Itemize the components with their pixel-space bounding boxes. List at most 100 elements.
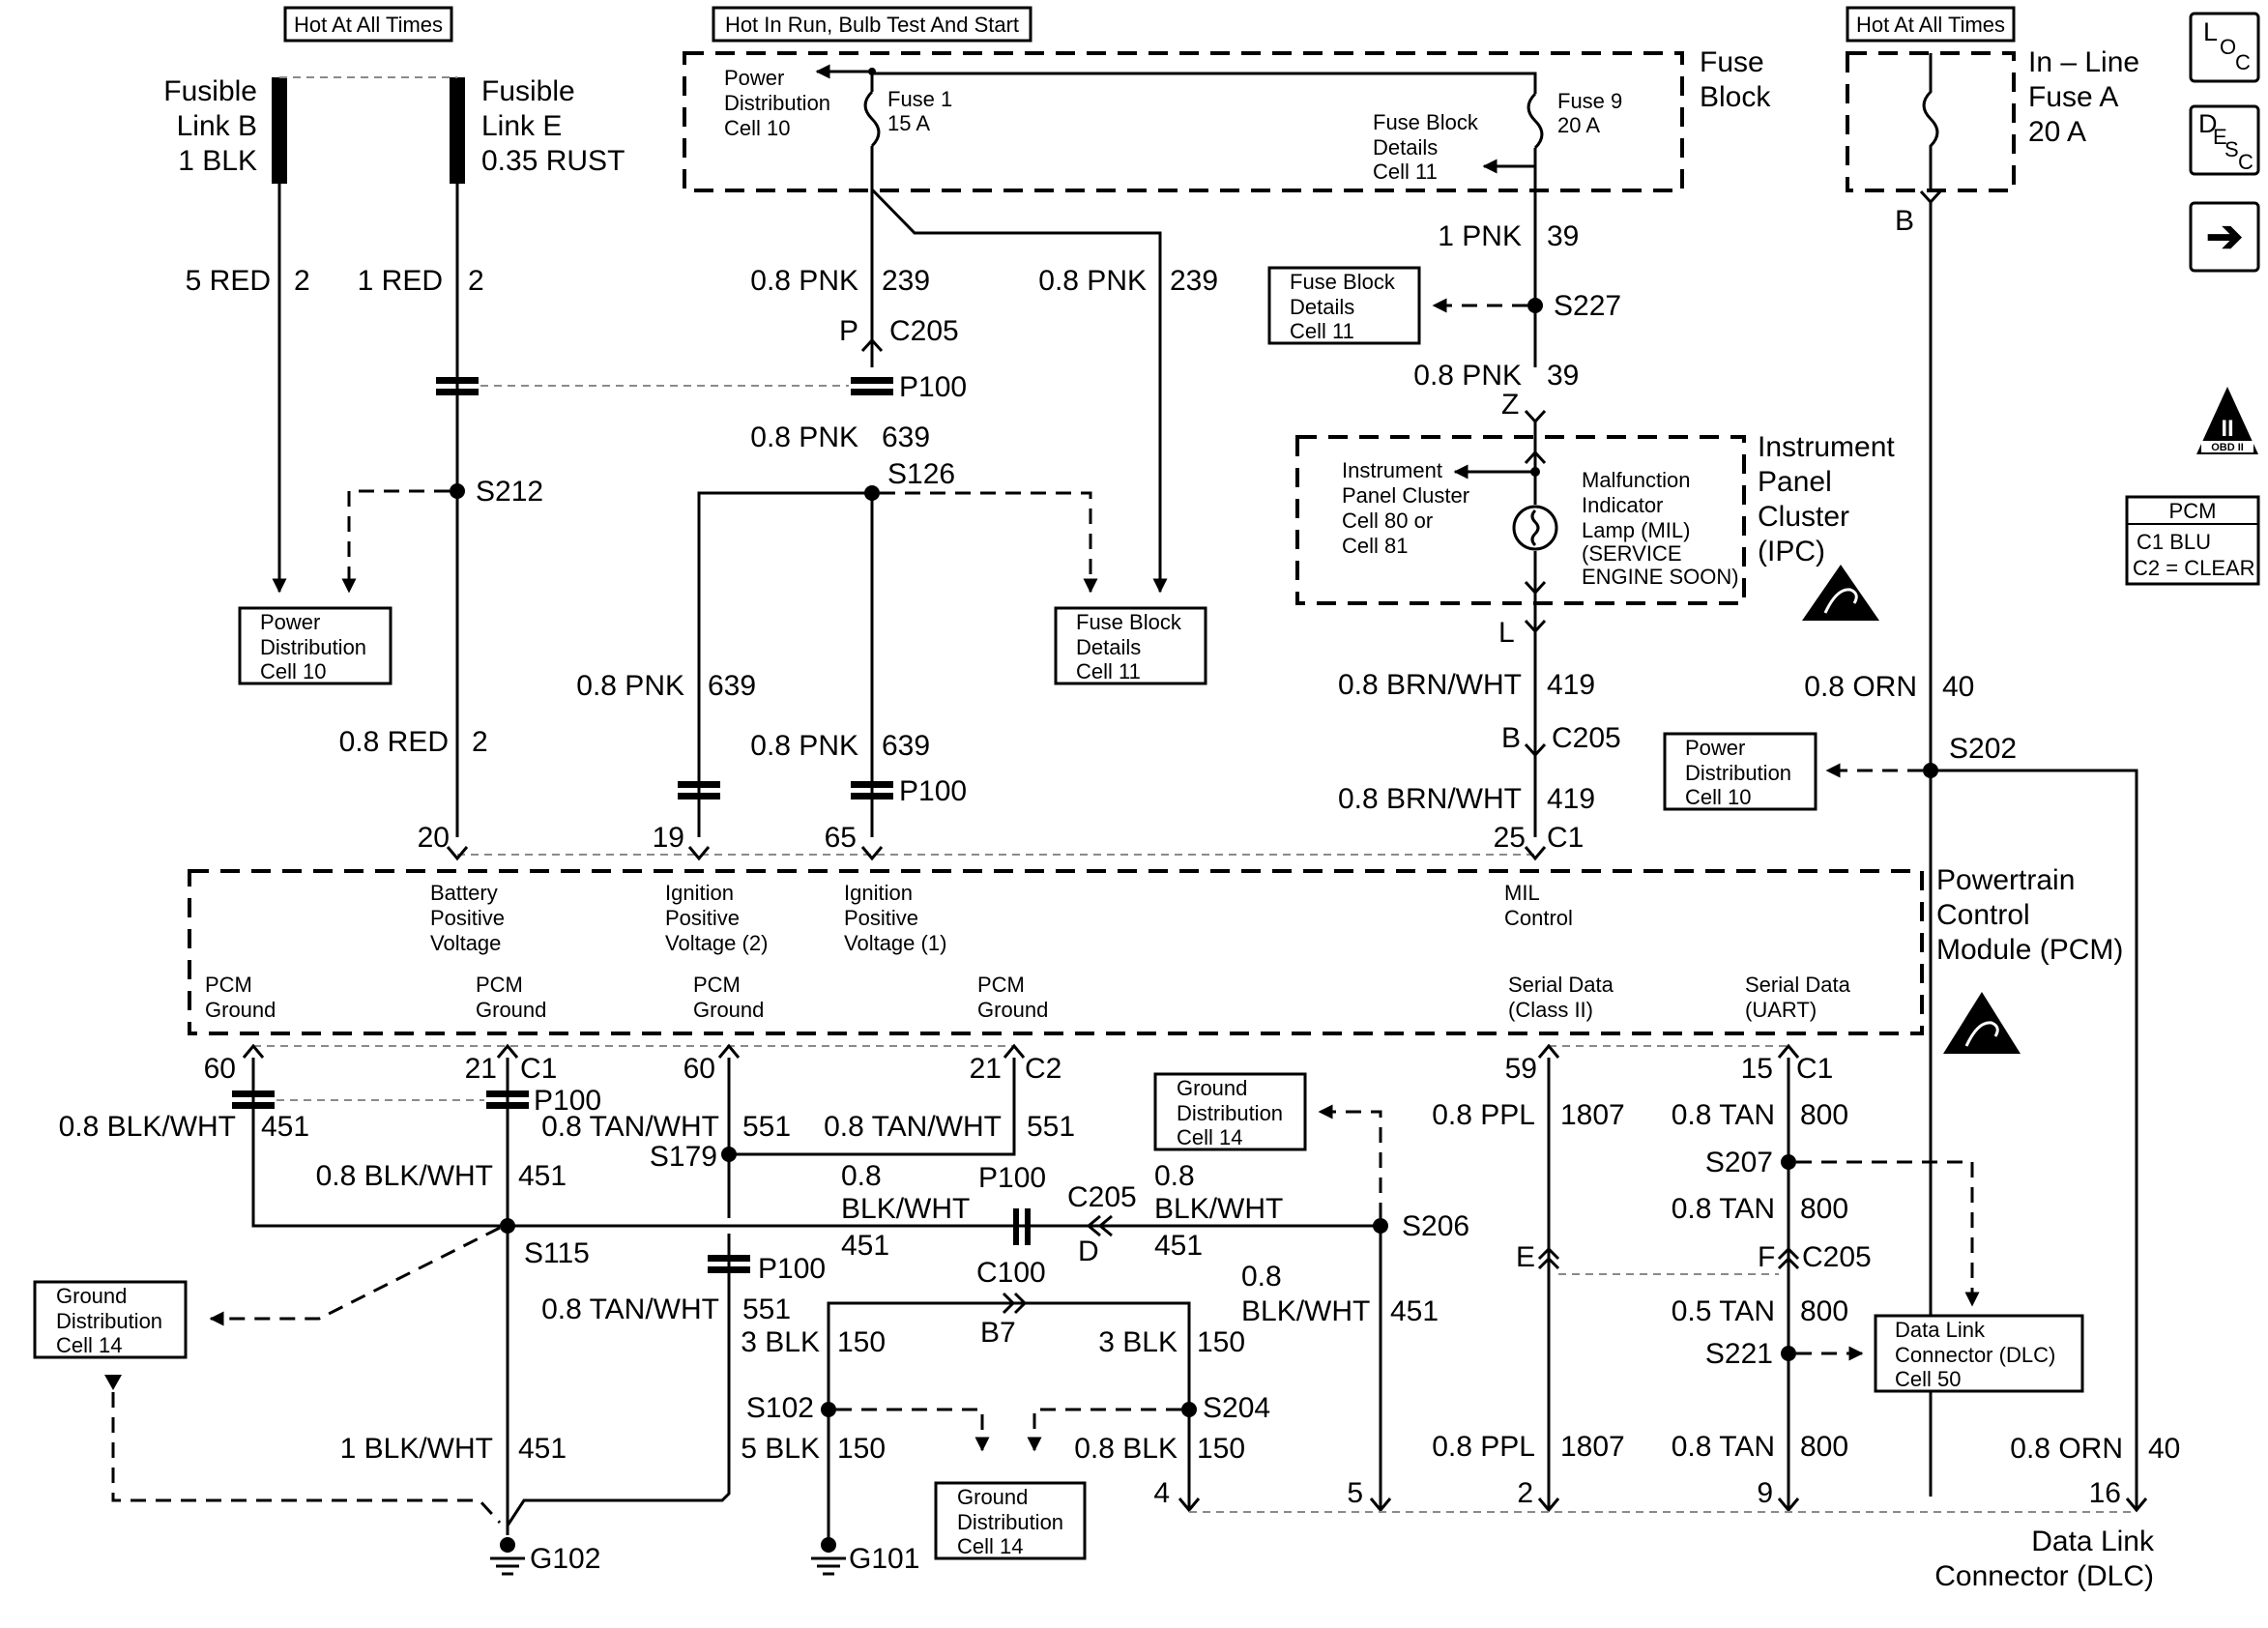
svg-text:Ground: Ground — [977, 998, 1048, 1022]
svg-text:3 BLK: 3 BLK — [1098, 1326, 1178, 1358]
ground-distribution-cell14-left[interactable]: Ground Distribution Cell 14 — [33, 1280, 188, 1359]
svg-text:Hot At All Times: Hot At All Times — [294, 13, 443, 37]
svg-text:P100: P100 — [758, 1253, 826, 1285]
svg-text:16: 16 — [2089, 1477, 2121, 1509]
hot-in-run-label: Hot In Run, Bulb Test And Start — [712, 6, 1032, 43]
svg-text:639: 639 — [882, 422, 930, 453]
svg-text:Module (PCM): Module (PCM) — [1936, 934, 2123, 966]
ground-distribution-cell14-mid[interactable]: Ground Distribution Cell 14 — [1153, 1072, 1307, 1151]
svg-text:F: F — [1758, 1241, 1775, 1273]
svg-text:Details: Details — [1373, 135, 1438, 160]
svg-text:G101: G101 — [849, 1543, 919, 1575]
svg-text:639: 639 — [708, 670, 756, 702]
svg-text:15: 15 — [1741, 1053, 1773, 1085]
svg-text:40: 40 — [1942, 671, 1974, 703]
svg-text:5: 5 — [1347, 1477, 1363, 1509]
svg-text:Serial Data: Serial Data — [1745, 973, 1851, 997]
inline-fuse-a: In – Line Fuse A 20 A — [1846, 46, 2139, 192]
location-icon[interactable]: L O C — [2189, 12, 2260, 83]
svg-text:2: 2 — [294, 265, 310, 297]
svg-text:C205: C205 — [1802, 1241, 1872, 1273]
svg-text:9: 9 — [1757, 1477, 1773, 1509]
svg-text:1807: 1807 — [1560, 1099, 1625, 1131]
svg-text:3 BLK: 3 BLK — [741, 1326, 820, 1358]
svg-text:639: 639 — [882, 730, 930, 762]
svg-text:Positive: Positive — [430, 906, 505, 930]
svg-text:Cell 11: Cell 11 — [1076, 659, 1141, 683]
svg-text:P100: P100 — [899, 775, 967, 807]
svg-text:60: 60 — [683, 1053, 715, 1085]
esd-warning-icon-pcm — [1943, 992, 2021, 1054]
svg-text:Lamp (MIL): Lamp (MIL) — [1582, 518, 1690, 542]
svg-text:Ground: Ground — [693, 998, 764, 1022]
obd-ii-icon: II OBD II — [2196, 387, 2258, 454]
svg-text:Indicator: Indicator — [1582, 493, 1663, 517]
svg-text:Cell 14: Cell 14 — [56, 1333, 122, 1357]
svg-text:1 BLK: 1 BLK — [178, 145, 257, 177]
power-distribution-cell10-right[interactable]: Power Distribution Cell 10 — [1663, 732, 1817, 811]
svg-text:S227: S227 — [1554, 290, 1621, 322]
svg-text:Distribution: Distribution — [1177, 1101, 1283, 1125]
svg-text:S206: S206 — [1402, 1210, 1469, 1242]
svg-text:S179: S179 — [650, 1141, 717, 1173]
svg-text:C1: C1 — [1796, 1053, 1833, 1085]
svg-text:0.8 PNK: 0.8 PNK — [1413, 360, 1522, 392]
svg-text:Cell 50: Cell 50 — [1895, 1367, 1961, 1391]
svg-text:Fusible: Fusible — [163, 75, 257, 107]
svg-text:C205: C205 — [1552, 722, 1621, 754]
fusible-link-e: Fusible Link E 0.35 RUST — [450, 75, 625, 184]
svg-text:Fuse Block: Fuse Block — [1076, 610, 1182, 634]
svg-text:Power: Power — [1685, 736, 1745, 760]
svg-text:C205: C205 — [889, 315, 959, 347]
svg-text:0.8 PNK: 0.8 PNK — [576, 670, 684, 702]
svg-text:Instrument: Instrument — [1342, 458, 1442, 482]
svg-text:C: C — [2238, 150, 2253, 174]
svg-text:Distribution: Distribution — [56, 1309, 162, 1333]
svg-text:S115: S115 — [524, 1237, 590, 1269]
fuse-9 — [1527, 92, 1544, 150]
svg-text:B: B — [1501, 722, 1521, 754]
svg-text:L: L — [1498, 617, 1515, 649]
svg-text:C2: C2 — [1025, 1053, 1061, 1085]
svg-text:C1 BLU: C1 BLU — [2137, 530, 2211, 554]
power-distribution-cell10-left[interactable]: Power Distribution Cell 10 — [238, 606, 393, 685]
svg-text:Link E: Link E — [481, 110, 562, 142]
svg-text:4: 4 — [1153, 1477, 1170, 1509]
svg-text:Cell 14: Cell 14 — [1177, 1125, 1242, 1149]
fuse-block-details-cell11-mid[interactable]: Fuse Block Details Cell 11 — [1054, 606, 1207, 685]
svg-text:0.8 TAN/WHT: 0.8 TAN/WHT — [541, 1294, 719, 1325]
data-link-connector-cell50[interactable]: Data Link Connector (DLC) Cell 50 — [1874, 1314, 2084, 1393]
svg-text:Ground: Ground — [957, 1485, 1028, 1509]
ground-distribution-cell14-bottom[interactable]: Ground Distribution Cell 14 — [934, 1481, 1087, 1560]
svg-text:0.8 TAN: 0.8 TAN — [1672, 1193, 1775, 1225]
svg-text:Control: Control — [1504, 906, 1573, 930]
svg-text:Voltage (2): Voltage (2) — [665, 931, 768, 955]
svg-text:1807: 1807 — [1560, 1431, 1625, 1463]
next-page-arrow-icon[interactable]: ➔ — [2189, 201, 2260, 273]
svg-text:60: 60 — [204, 1053, 236, 1085]
svg-text:S204: S204 — [1203, 1392, 1270, 1424]
svg-text:0.8 TAN: 0.8 TAN — [1672, 1099, 1775, 1131]
svg-text:MIL: MIL — [1504, 881, 1540, 905]
fuse-block-details-cell11-right[interactable]: Fuse Block Details Cell 11 — [1267, 266, 1421, 345]
svg-text:Fuse: Fuse — [1700, 46, 1764, 78]
description-icon[interactable]: D E S C — [2189, 104, 2260, 176]
svg-text:39: 39 — [1547, 360, 1579, 392]
svg-text:0.8 ORN: 0.8 ORN — [2010, 1433, 2123, 1465]
svg-text:0.8: 0.8 — [1241, 1261, 1282, 1293]
svg-text:2: 2 — [468, 265, 484, 297]
svg-text:0.8 TAN: 0.8 TAN — [1672, 1431, 1775, 1463]
svg-text:Fusible: Fusible — [481, 75, 575, 107]
svg-text:20: 20 — [418, 822, 450, 854]
svg-text:0.8 BRN/WHT: 0.8 BRN/WHT — [1338, 669, 1522, 701]
svg-text:Distribution: Distribution — [260, 635, 366, 659]
svg-text:Distribution: Distribution — [1685, 761, 1791, 785]
svg-text:C: C — [2235, 50, 2251, 74]
svg-text:➔: ➔ — [2206, 211, 2244, 261]
svg-text:800: 800 — [1800, 1431, 1848, 1463]
svg-text:Positive: Positive — [665, 906, 740, 930]
svg-text:P100: P100 — [534, 1085, 601, 1117]
svg-text:Cell 10: Cell 10 — [1685, 785, 1751, 809]
svg-text:21: 21 — [465, 1053, 497, 1085]
